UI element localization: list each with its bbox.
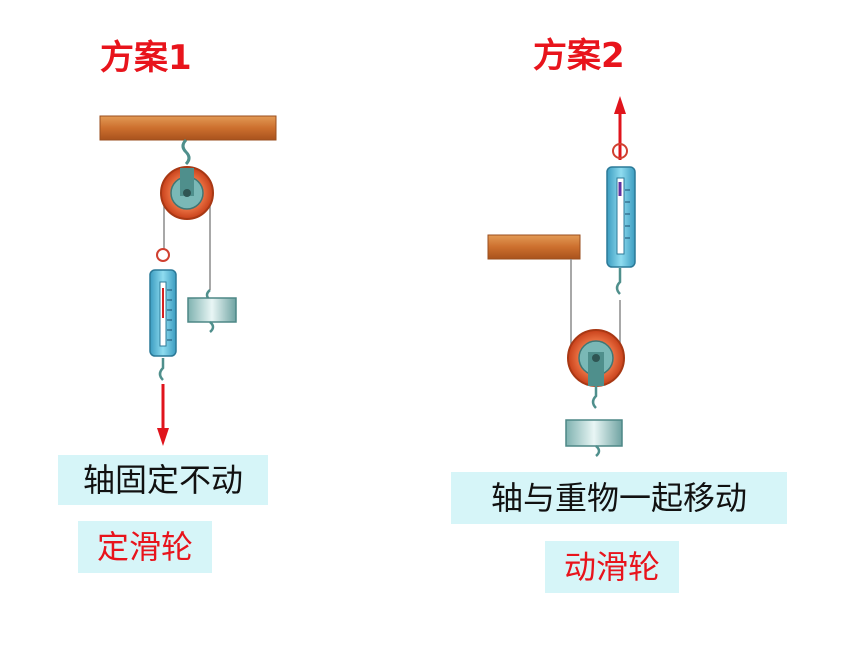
fixed-pulley-label: 定滑轮 bbox=[78, 521, 212, 573]
weight-right bbox=[565, 419, 623, 447]
movable-pulley-label: 动滑轮 bbox=[545, 541, 679, 593]
fixed-pulley-diagram bbox=[99, 115, 277, 446]
movable-pulley-caption: 轴与重物一起移动 bbox=[451, 472, 787, 524]
weight-left bbox=[187, 297, 237, 323]
scheme-2-title: 方案2 bbox=[533, 36, 625, 76]
fixed-pulley-caption: 轴固定不动 bbox=[58, 455, 268, 505]
ceiling-beam bbox=[99, 115, 277, 141]
scheme-1-title: 方案1 bbox=[100, 38, 192, 78]
spring-scale-right bbox=[606, 166, 636, 268]
spring-scale-left bbox=[149, 269, 177, 357]
support-beam bbox=[487, 234, 581, 260]
movable-pulley-diagram bbox=[487, 96, 636, 457]
